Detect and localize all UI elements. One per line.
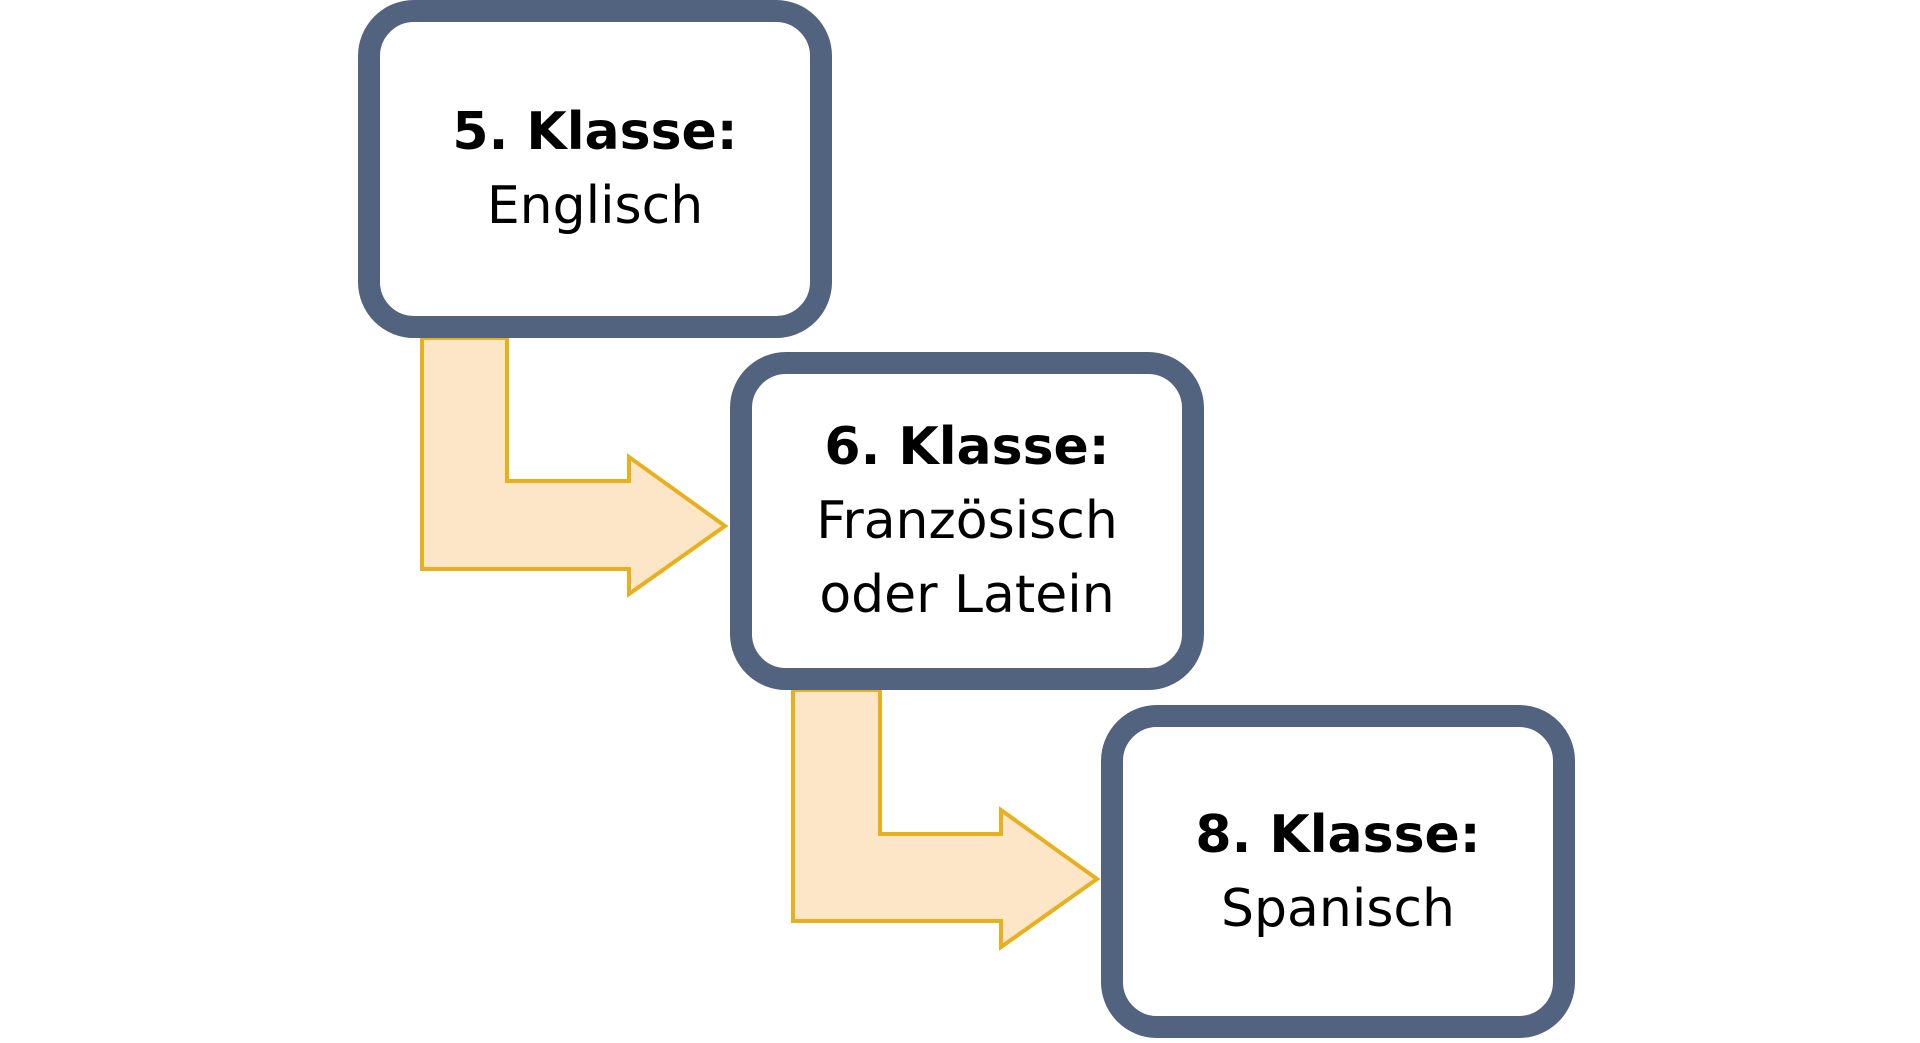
- grade-label: 6. Klasse:: [824, 417, 1110, 477]
- grade-label: 5. Klasse:: [452, 102, 738, 162]
- bent-arrow-2: [791, 688, 1101, 951]
- step-box-grade-6: 6. Klasse: Französisch oder Latein: [730, 352, 1204, 690]
- bent-arrow-1: [420, 336, 729, 598]
- step-box-grade-5: 5. Klasse: Englisch: [358, 0, 832, 338]
- subject-line: Englisch: [486, 176, 704, 236]
- subject-line: Französisch: [816, 491, 1118, 551]
- subject-line: oder Latein: [819, 565, 1115, 625]
- grade-label: 8. Klasse:: [1195, 804, 1481, 865]
- subject-line: Spanisch: [1221, 878, 1455, 939]
- step-box-grade-8: 8. Klasse: Spanisch: [1101, 705, 1575, 1038]
